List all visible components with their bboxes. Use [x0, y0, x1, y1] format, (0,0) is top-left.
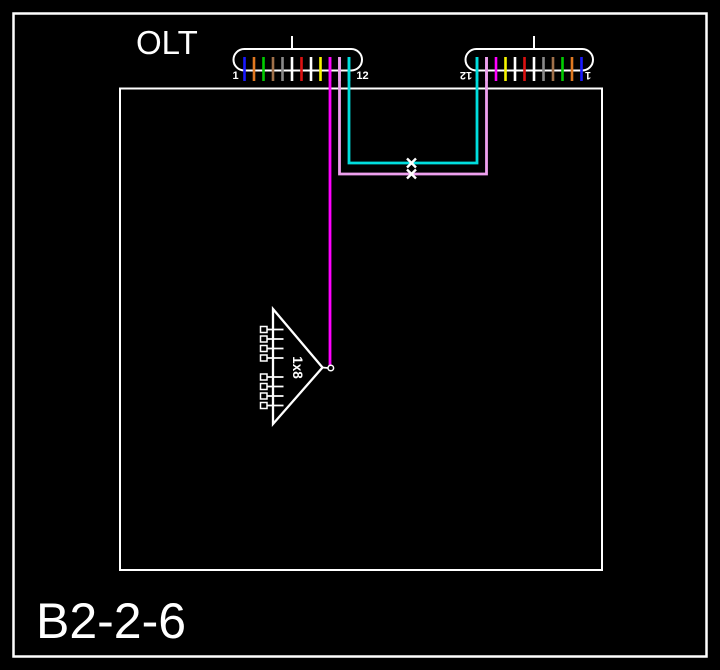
olt-connector-left-fibers — [243, 57, 351, 81]
splitter-input-lead — [322, 366, 329, 369]
splice-x-icon — [406, 157, 417, 169]
splitter-port-3-connector — [259, 344, 268, 353]
distribution-area-box — [119, 87, 603, 571]
splitter-port-6-connector — [259, 382, 268, 391]
port-label-end: 1 — [585, 69, 591, 81]
splitter-port-4-connector — [259, 354, 268, 362]
splitter-ratio-label: 1x8 — [290, 356, 305, 379]
cable-id-label: B2-2-6 — [36, 593, 186, 649]
olt-connector-right-fibers — [475, 57, 583, 81]
splitter-port-8-connector — [259, 401, 268, 410]
port-label-end: 12 — [356, 70, 368, 82]
port-label-start: 12 — [460, 69, 472, 81]
olt-label: OLT — [136, 24, 198, 61]
splitter-port-7-connector — [259, 392, 268, 400]
outer-border — [12, 12, 708, 658]
splitter-ports — [259, 325, 284, 410]
splitter-input-node — [327, 364, 335, 372]
connector-body — [464, 48, 594, 72]
olt-connector-right: 12 1 — [460, 36, 594, 81]
port-label-start: 1 — [232, 70, 238, 82]
splitter-port-5-connector — [259, 373, 268, 381]
splitter-triangle — [271, 305, 325, 428]
splitter-port-1-connector — [259, 325, 268, 334]
connector-body — [232, 48, 363, 72]
splitter-port-2-connector — [259, 335, 268, 343]
splitter-1x8: 1x8 — [259, 305, 335, 428]
splice-x-icon — [406, 168, 417, 180]
